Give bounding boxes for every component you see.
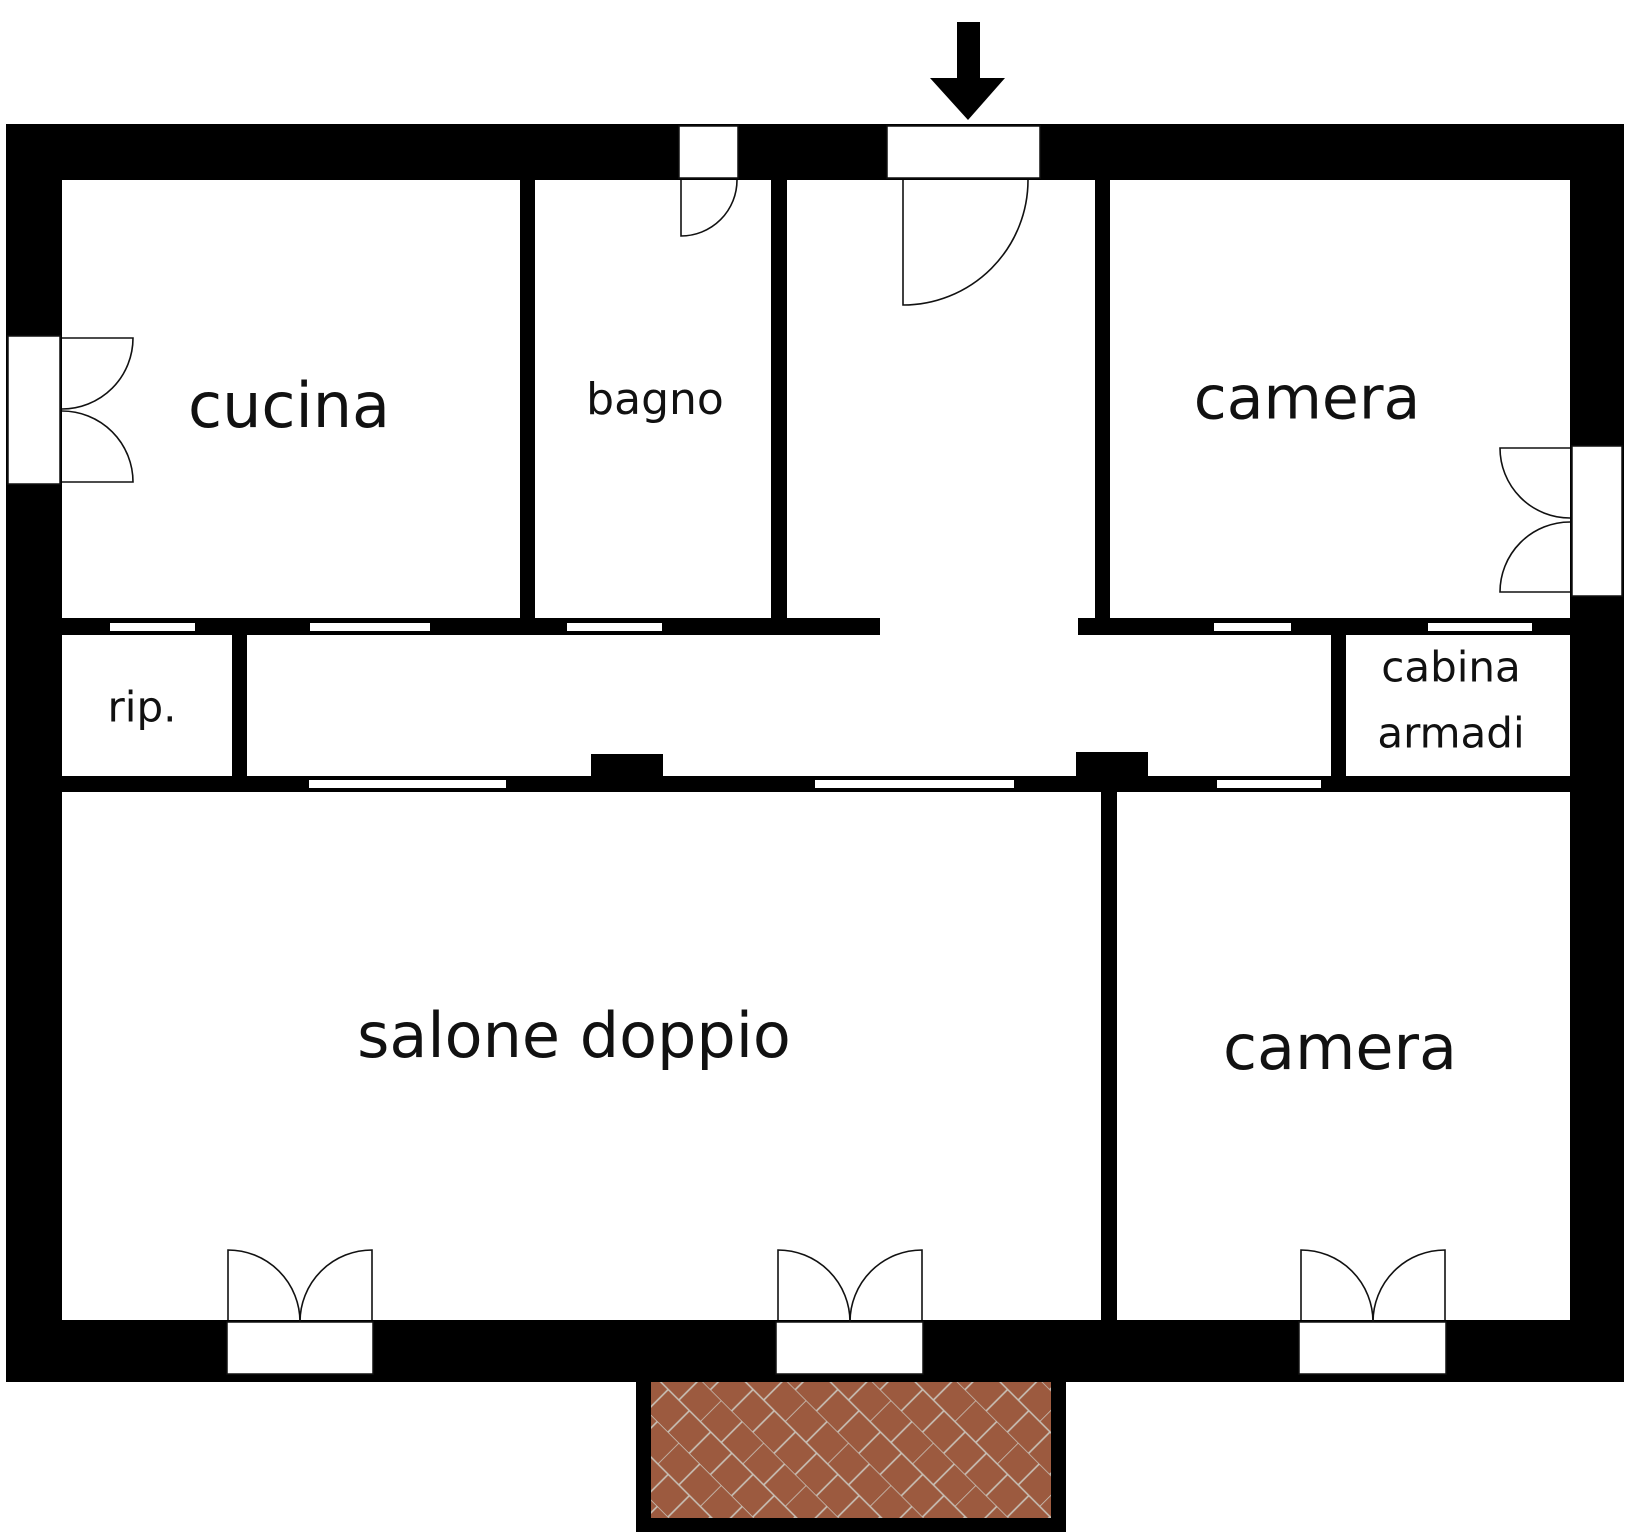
door-swings (61, 179, 1571, 1323)
window-icon (1571, 445, 1623, 597)
door-swing-icon (849, 1249, 923, 1323)
door-swing-icon (902, 179, 1029, 306)
door-swing-icon (227, 1249, 301, 1323)
arrow-down-icon (930, 22, 1005, 120)
window-icon (1298, 1321, 1447, 1375)
window-icon (886, 125, 1041, 179)
interior-walls (62, 180, 1570, 1320)
room-label-salone: salone doppio (357, 999, 791, 1072)
window-icon (226, 1321, 374, 1375)
interior-openings (110, 623, 1532, 788)
room-label-cabina-line2: armadi (1377, 709, 1524, 758)
door-swing-icon (1300, 1249, 1374, 1323)
room-label-camera-top: camera (1194, 364, 1421, 434)
door-swing-icon (777, 1249, 851, 1323)
room-label-cabina-line1: cabina (1381, 643, 1521, 692)
door-swing-icon (680, 179, 738, 237)
outer-windows (7, 125, 1623, 1375)
door-swing-icon (61, 410, 134, 483)
window-icon (775, 1321, 924, 1375)
door-swing-icon (61, 337, 134, 410)
room-label-bagno: bagno (586, 374, 724, 425)
window-icon (678, 125, 739, 179)
door-swing-icon (1499, 447, 1571, 519)
window-icon (7, 335, 61, 485)
door-swing-icon (299, 1249, 373, 1323)
room-label-rip: rip. (108, 683, 177, 732)
terrace (636, 1382, 1066, 1532)
room-label-cucina: cucina (188, 369, 390, 442)
room-label-camera-bottom: camera (1223, 1011, 1457, 1084)
door-swing-icon (1499, 521, 1571, 593)
door-swing-icon (1372, 1249, 1446, 1323)
